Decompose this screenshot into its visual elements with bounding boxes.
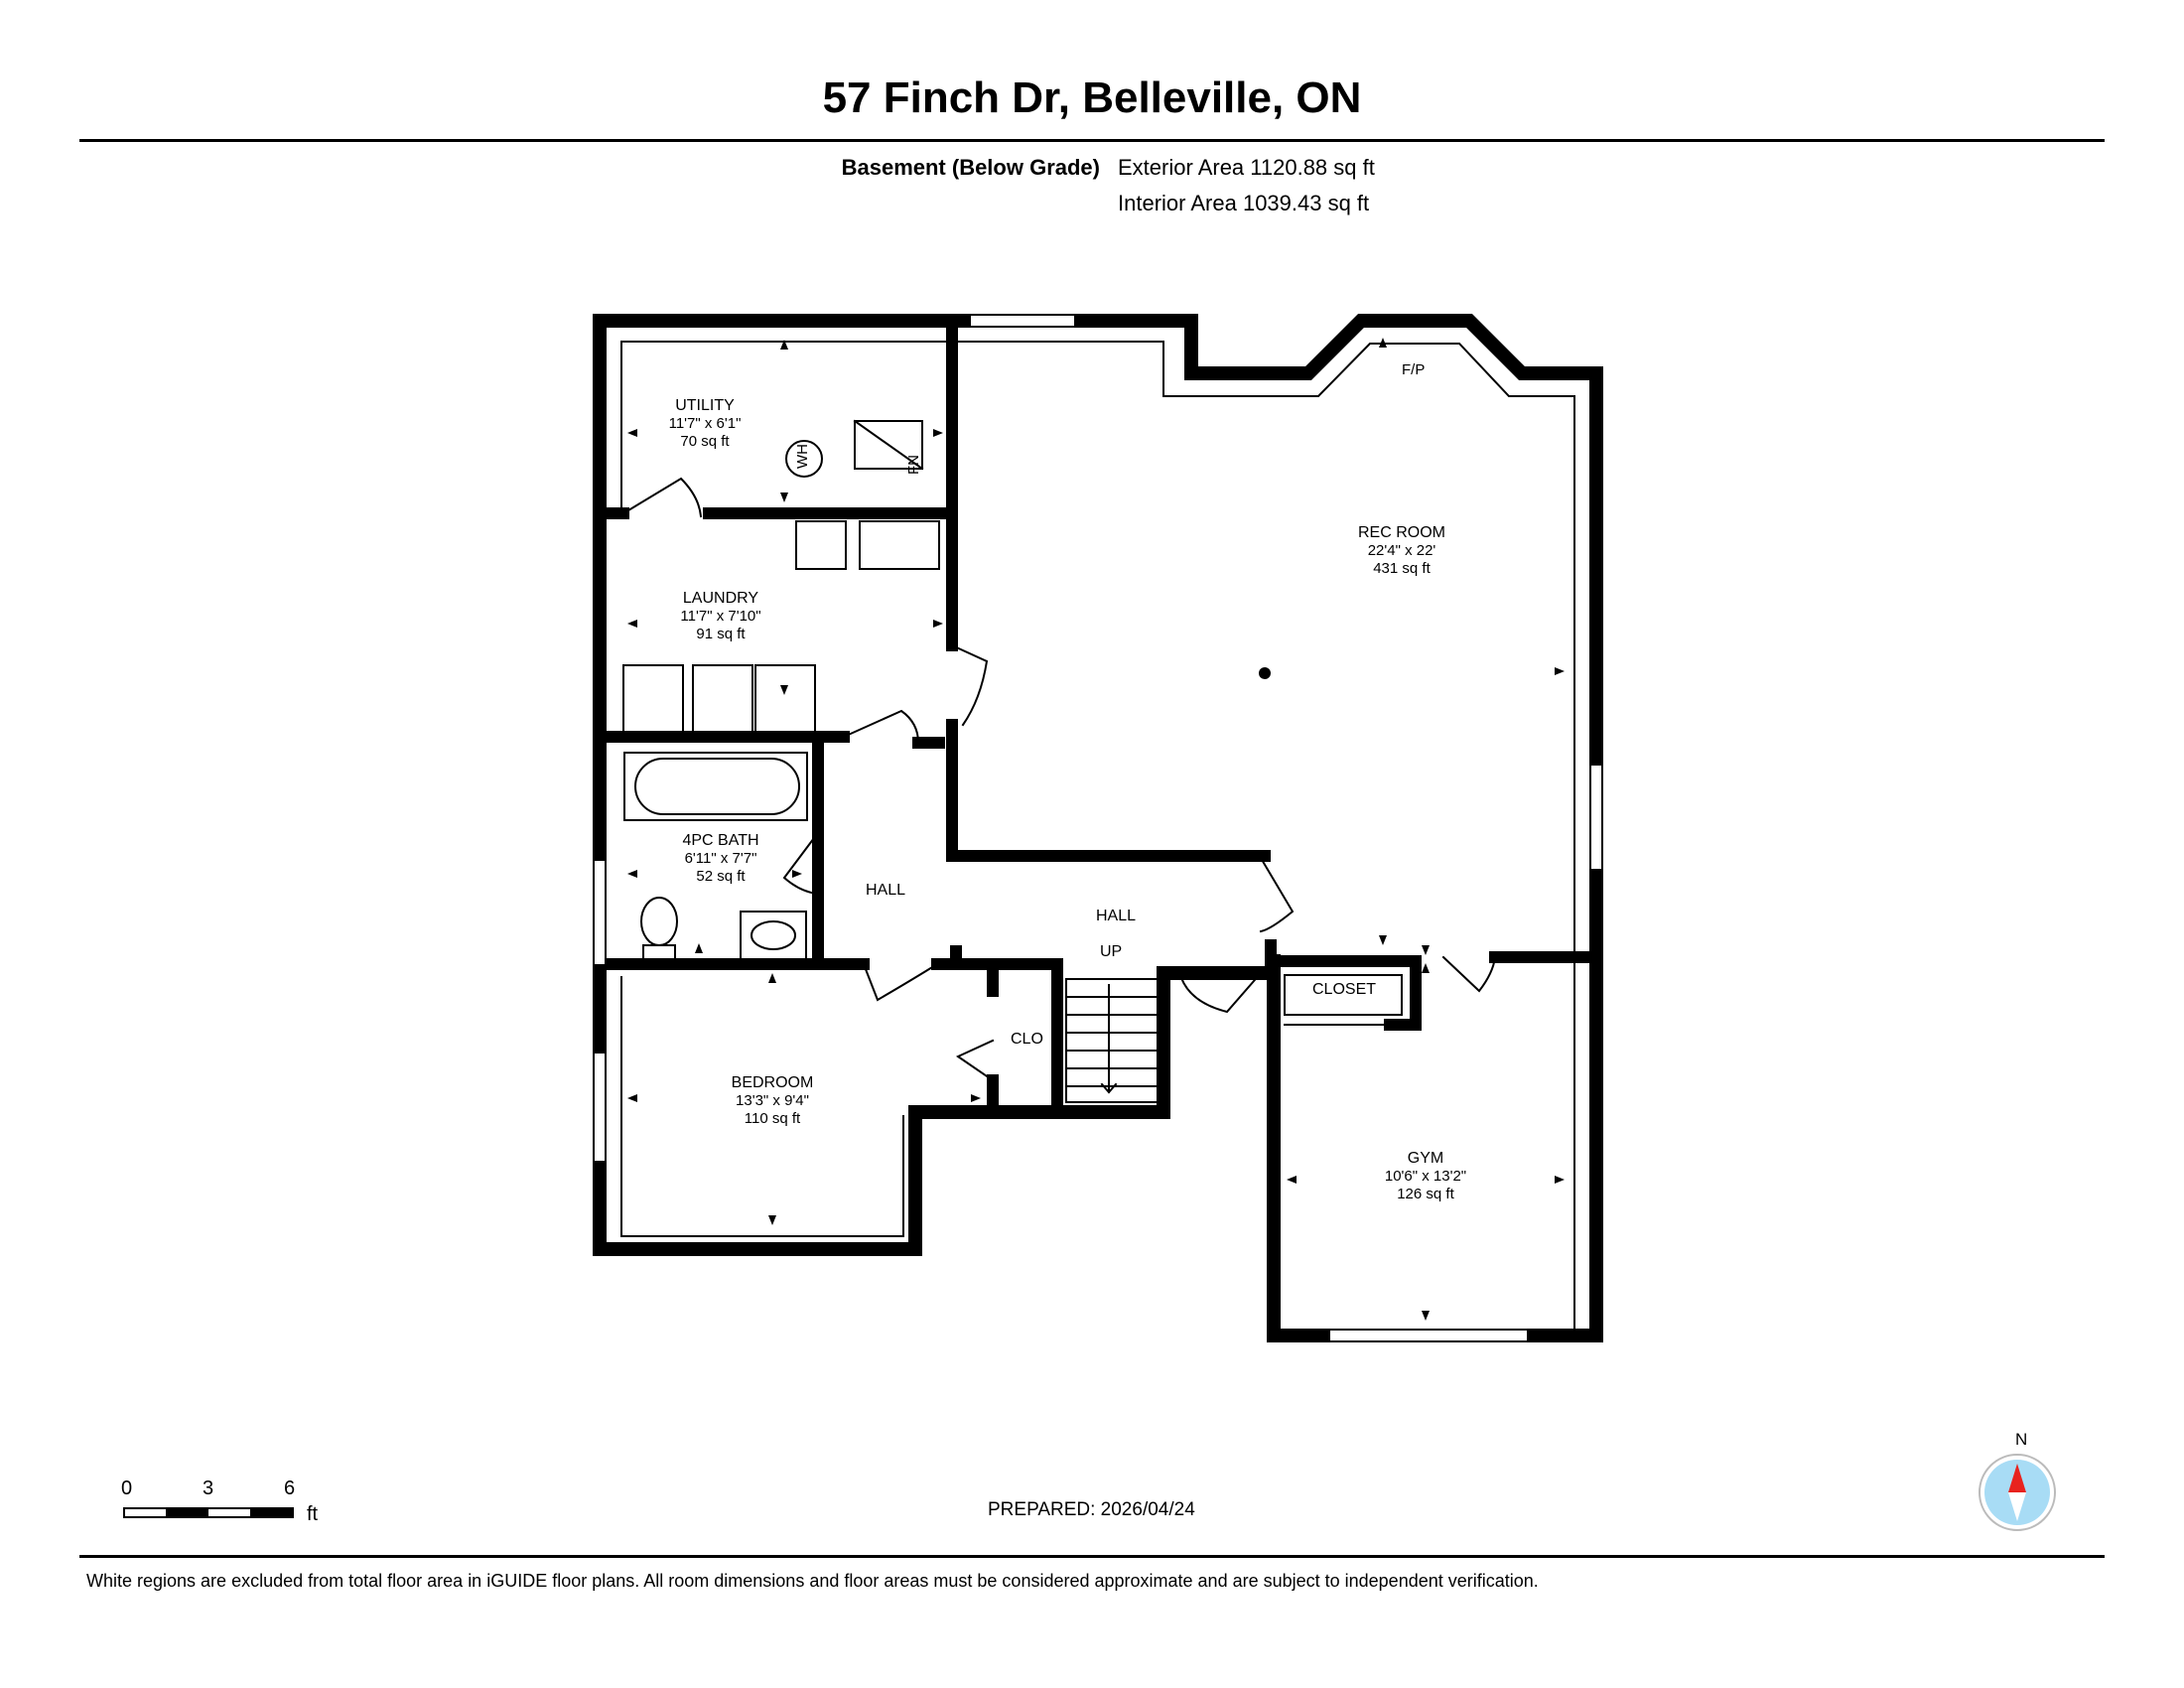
disclaimer: White regions are excluded from total fl…	[86, 1571, 1539, 1591]
room-dimensions: 22'4" x 22'	[1367, 542, 1436, 559]
header-rule	[79, 139, 2105, 142]
room-dimensions: 11'7" x 7'10"	[680, 608, 761, 625]
center-marker	[1259, 667, 1271, 679]
room-area: 431 sq ft	[1373, 560, 1431, 577]
closet-label: CLOSET	[1312, 981, 1377, 998]
fixtures	[622, 419, 940, 960]
inner-lines	[620, 341, 1575, 1336]
prepared-date: PREPARED: 2026/04/24	[988, 1499, 1195, 1520]
room-dimensions: 10'6" x 13'2"	[1384, 1168, 1467, 1185]
scale-tick-3: 3	[203, 1477, 214, 1499]
level-name: Basement (Below Grade)	[841, 155, 1100, 180]
room-name: BEDROOM	[731, 1074, 814, 1091]
room-dimensions: 6'11" x 7'7"	[684, 850, 757, 867]
scale-tick-0: 0	[121, 1477, 133, 1499]
water-heater-label: WH	[794, 444, 811, 469]
room-utility: UTILITY 11'7" x 6'1" 70 sq ft	[635, 397, 774, 451]
room-gym: GYM 10'6" x 13'2" 126 sq ft	[1356, 1150, 1495, 1203]
room-name: UTILITY	[675, 397, 735, 414]
fireplace-label: F/P	[1402, 361, 1426, 378]
room-area: 70 sq ft	[680, 433, 730, 450]
stairs	[1065, 978, 1159, 1103]
exterior-area: Exterior Area 1120.88 sq ft	[1118, 155, 1375, 180]
room-laundry: LAUNDRY 11'7" x 7'10" 91 sq ft	[651, 590, 790, 643]
footer-rule	[79, 1555, 2105, 1558]
room-name: 4PC BATH	[682, 832, 759, 849]
interior-walls	[604, 315, 1592, 1118]
scale-unit: ft	[307, 1503, 319, 1525]
hall-label-left: HALL	[866, 882, 906, 899]
interior-area: Interior Area 1039.43 sq ft	[1118, 191, 1370, 215]
room-bath: 4PC BATH 6'11" x 7'7" 52 sq ft	[651, 832, 790, 886]
room-area: 126 sq ft	[1397, 1186, 1454, 1202]
scale-bar: 0 3 6 ft	[117, 1477, 355, 1537]
north-label: N	[2015, 1430, 2028, 1449]
room-dimensions: 11'7" x 6'1"	[668, 415, 742, 432]
room-rec-room: REC ROOM 22'4" x 22' 431 sq ft	[1332, 524, 1471, 578]
room-area: 91 sq ft	[696, 626, 746, 642]
room-name: LAUNDRY	[682, 590, 759, 607]
closet-label-small: CLO	[1011, 1031, 1043, 1048]
page-title: 57 Finch Dr, Belleville, ON	[822, 73, 1362, 122]
dimension-markers	[627, 338, 1565, 1321]
room-dimensions: 13'3" x 9'4"	[736, 1092, 809, 1109]
room-bedroom: BEDROOM 13'3" x 9'4" 110 sq ft	[703, 1074, 842, 1128]
doors	[621, 477, 1497, 1082]
north-compass: N	[1976, 1430, 2071, 1533]
scale-bar-graphic	[123, 1507, 294, 1518]
room-name: REC ROOM	[1358, 524, 1445, 541]
room-area: 110 sq ft	[744, 1110, 801, 1127]
stairs-up-label: UP	[1100, 943, 1123, 960]
scale-tick-6: 6	[284, 1477, 296, 1499]
hall-label-right: HALL	[1096, 908, 1137, 924]
room-area: 52 sq ft	[696, 868, 746, 885]
furnace-label: FN	[905, 455, 922, 475]
compass-icon	[1979, 1454, 2056, 1531]
room-name: GYM	[1407, 1150, 1444, 1167]
windows	[593, 314, 1603, 1342]
